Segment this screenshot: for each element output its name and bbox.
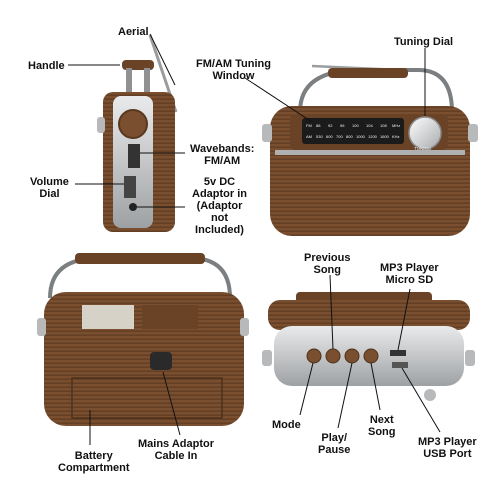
am-tick-1600: 1600: [380, 134, 390, 139]
am-tick-700: 700: [336, 134, 343, 139]
play-pause-button: [344, 348, 360, 364]
fm-tick-96: 96: [340, 123, 345, 128]
fm-tick-88: 88: [316, 123, 321, 128]
label-fm-am-window: FM/AM Tuning Window: [196, 58, 271, 82]
am-tick-600: 600: [326, 134, 333, 139]
am-scale-label: AM: [306, 134, 312, 139]
aerial-leader: [149, 33, 176, 86]
back-view-radio: [37, 253, 249, 426]
fm-scale: FM 88 92 96 100 104 108 MHz: [306, 123, 400, 128]
next-leader: [370, 362, 381, 411]
label-aerial: Aerial: [118, 26, 149, 38]
label-dc-adaptor: 5v DC Adaptor in (Adaptor not Included): [192, 176, 247, 236]
fm-tick-100: 100: [352, 123, 359, 128]
mains-leader: [162, 371, 181, 436]
side-speaker-circle: [118, 109, 148, 139]
front-trim: [275, 150, 465, 155]
label-volume-dial: Volume Dial: [30, 176, 69, 200]
label-wavebands: Wavebands: FM/AM: [190, 143, 255, 167]
am-tick-1000: 1000: [356, 134, 366, 139]
top-wood-back: [268, 300, 470, 330]
battery-compartment-outline: [71, 377, 223, 419]
handle-top: [122, 60, 154, 70]
am-tick-530: 530: [316, 134, 323, 139]
dc-port: [129, 203, 137, 211]
am-scale: AM 530 600 700 800 1000 1200 1600 KHz: [306, 134, 400, 139]
label-battery: Battery Compartment: [58, 450, 130, 474]
tuning-window: [302, 118, 404, 144]
fm-tick-108: 108: [380, 123, 387, 128]
previous-leader: [329, 274, 334, 350]
top-view-radio: [262, 292, 475, 401]
tuning-label: TUNING: [414, 146, 432, 151]
mode-leader: [299, 362, 314, 416]
fm-unit: MHz: [392, 123, 400, 128]
label-mode: Mode: [272, 419, 301, 431]
label-handle: Handle: [28, 60, 65, 72]
label-mains-cable: Mains Adaptor Cable In: [138, 438, 214, 462]
usb-port: [392, 362, 408, 368]
micro-sd-leader: [397, 288, 411, 351]
side-view-radio: [97, 34, 178, 232]
previous-button: [325, 348, 341, 364]
am-unit: KHz: [392, 134, 400, 139]
label-mp3-micro-sd: MP3 Player Micro SD: [380, 262, 439, 286]
play-pause-leader: [337, 362, 353, 429]
front-view-radio: FM 88 92 96 100 104 108 MHz AM 530 600 7…: [262, 64, 478, 236]
am-tick-800: 800: [346, 134, 353, 139]
label-mp3-usb: MP3 Player USB Port: [418, 436, 477, 460]
back-label-plate: [82, 305, 134, 329]
label-play-pause: Play/ Pause: [318, 432, 351, 456]
tuning-window-leader: [244, 77, 313, 123]
mode-button: [306, 348, 322, 364]
label-tuning-dial: Tuning Dial: [394, 36, 454, 48]
band-switch: [128, 144, 140, 168]
fm-scale-label: FM: [306, 123, 312, 128]
mains-inlet: [150, 352, 172, 370]
label-previous-song: Previous Song: [304, 252, 351, 276]
label-next-song: Next Song: [368, 414, 396, 438]
am-tick-1200: 1200: [368, 134, 378, 139]
fm-tick-104: 104: [366, 123, 373, 128]
next-button: [363, 348, 379, 364]
tuning-dial-knob: [408, 116, 442, 150]
usb-leader: [401, 367, 441, 433]
fm-tick-92: 92: [328, 123, 333, 128]
volume-dial: [124, 176, 136, 198]
leader-lines: [68, 33, 441, 445]
micro-sd-slot: [390, 350, 406, 356]
